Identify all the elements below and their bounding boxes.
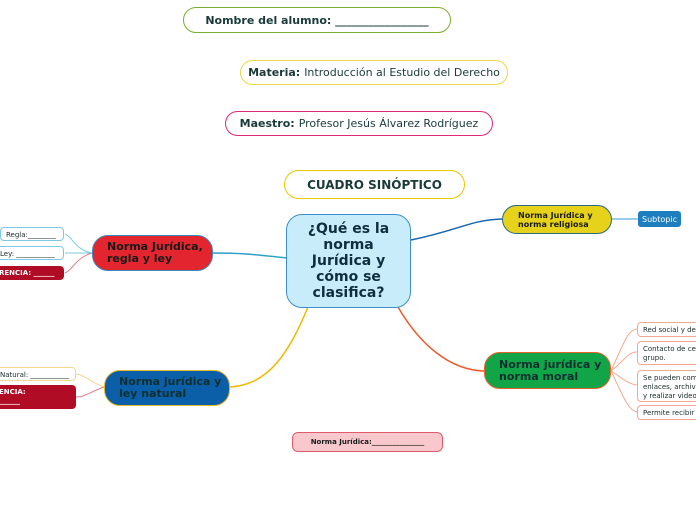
leaf-ley-text: Ley: ___________	[0, 250, 55, 258]
topic-moral-line: norma moral	[499, 369, 579, 383]
floating-topic-label: Norma Jurídica:_______________	[310, 438, 425, 446]
leaf-moral-4[interactable]: Permite recibir	[637, 405, 696, 420]
student-name-label: Nombre del alumno: _________________	[205, 13, 429, 27]
subtopic-label: Subtopic	[642, 214, 677, 224]
link-natural-leaf2	[75, 386, 105, 398]
leaf-referencia-regla-text: RENCIA: ______	[0, 269, 55, 277]
topic-religiosa[interactable]: Norma Jurídica y norma religiosa	[502, 205, 612, 234]
topic-moral[interactable]: Norma jurídica y norma moral	[484, 352, 611, 389]
central-line: ¿Qué es la	[307, 221, 390, 237]
teacher-pill[interactable]: Maestro: Profesor Jesús Álvarez Rodrígue…	[225, 111, 493, 136]
leaf-regla-text: Regla:________	[6, 231, 56, 239]
teacher-key: Maestro:	[239, 117, 295, 130]
title-pill[interactable]: CUADRO SINÓPTICO	[284, 170, 465, 199]
subject-value: Introducción al Estudio del Derecho	[304, 66, 500, 79]
leaf-referencia-regla[interactable]: RENCIA: ______	[0, 266, 64, 280]
leaf-ley[interactable]: Ley: ___________	[0, 246, 64, 260]
leaf-moral-3-line: y realizar video	[643, 392, 696, 400]
topic-regla-line: Norma Jurídica,	[107, 240, 203, 253]
leaf-moral-4-line: Permite recibir	[643, 409, 695, 417]
link-central-moral	[397, 306, 485, 372]
topic-religiosa-line: Norma Jurídica y	[518, 210, 593, 220]
leaf-moral-3-line: enlaces, archivo	[643, 383, 696, 391]
link-central-religiosa	[410, 218, 503, 241]
subject-key: Materia:	[248, 66, 301, 79]
subject-pill[interactable]: Materia: Introducción al Estudio del Der…	[240, 60, 508, 85]
student-name-pill[interactable]: Nombre del alumno: _________________	[183, 7, 451, 33]
link-central-natural	[229, 306, 309, 388]
leaf-referencia-natural-line: ENCIA:	[0, 388, 26, 396]
leaf-moral-1[interactable]: Red social y de	[637, 322, 696, 337]
floating-topic[interactable]: Norma Jurídica:_______________	[292, 432, 443, 452]
leaf-moral-2-line: Contacto de cel	[643, 345, 696, 353]
leaf-referencia-natural[interactable]: ENCIA: ______	[0, 385, 76, 409]
link-moral-leaf3	[610, 370, 638, 386]
link-central-regla	[212, 252, 288, 259]
page-title: CUADRO SINÓPTICO	[307, 177, 442, 192]
topic-religiosa-line: norma religiosa	[518, 219, 589, 229]
leaf-moral-3-line: Se pueden com	[643, 374, 696, 382]
central-line: norma	[323, 237, 374, 253]
leaf-natural-text: Natural: ___________	[0, 371, 69, 379]
leaf-moral-3[interactable]: Se pueden com enlaces, archivo y realiza…	[637, 370, 696, 402]
link-moral-leaf1	[610, 328, 638, 372]
leaf-moral-1-line: Red social y de	[643, 326, 696, 334]
central-topic[interactable]: ¿Qué es la norma Jurídica y cómo se clas…	[286, 214, 411, 308]
central-line: clasifica?	[312, 285, 385, 301]
central-line: cómo se	[316, 269, 381, 285]
link-moral-leaf4	[610, 370, 638, 413]
topic-regla-line: regla y ley	[107, 252, 173, 265]
leaf-natural[interactable]: Natural: ___________	[0, 367, 76, 381]
topic-regla[interactable]: Norma Jurídica, regla y ley	[92, 235, 213, 271]
link-natural-leaf1	[75, 373, 105, 388]
leaf-referencia-natural-line: ______	[0, 397, 20, 405]
leaf-moral-2[interactable]: Contacto de cel grupo.	[637, 341, 696, 365]
topic-natural-line: Norma jurídica y	[119, 375, 222, 388]
subtopic-box[interactable]: Subtopic	[638, 211, 681, 227]
link-regla-leaf1	[64, 233, 93, 254]
leaf-regla[interactable]: Regla:________	[0, 227, 64, 241]
link-regla-leaf3	[64, 252, 93, 274]
topic-natural-line: ley natural	[119, 387, 187, 400]
teacher-value: Profesor Jesús Álvarez Rodríguez	[298, 117, 479, 130]
central-line: Jurídica y	[311, 253, 386, 269]
link-moral-leaf2	[610, 351, 638, 372]
topic-moral-line: Norma jurídica y	[499, 357, 602, 371]
leaf-moral-2-line: grupo.	[643, 354, 666, 362]
topic-natural[interactable]: Norma jurídica y ley natural	[104, 370, 230, 406]
